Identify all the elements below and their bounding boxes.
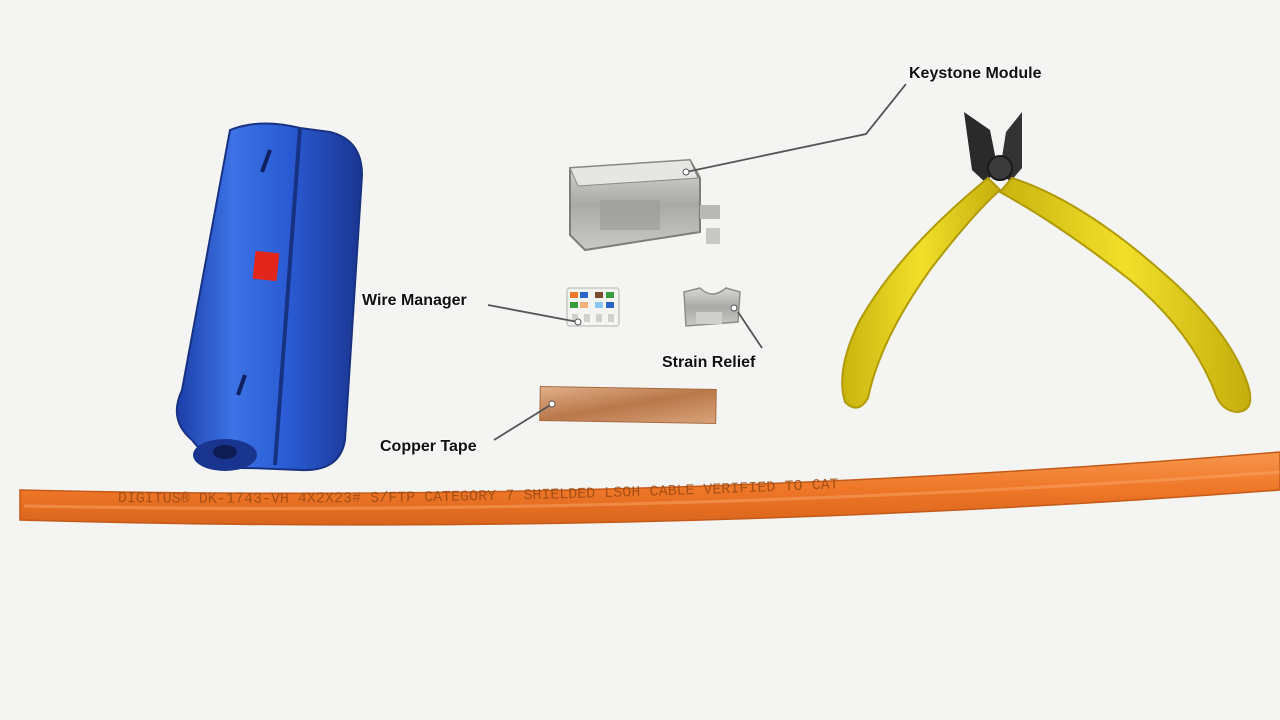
callout-lines [487, 83, 907, 441]
strain-relief [683, 287, 741, 327]
wire-manager [566, 287, 620, 327]
ethernet-cable [19, 451, 1280, 526]
keystone-module [569, 158, 720, 252]
wire-stripper [175, 122, 364, 472]
copper-tape-label: Copper Tape [380, 438, 477, 455]
copper-tape [539, 385, 717, 425]
keystone-module-label: Keystone Module [909, 65, 1042, 82]
wire-manager-label: Wire Manager [362, 292, 467, 309]
strain-relief-label: Strain Relief [662, 354, 756, 371]
pliers [841, 112, 1252, 414]
